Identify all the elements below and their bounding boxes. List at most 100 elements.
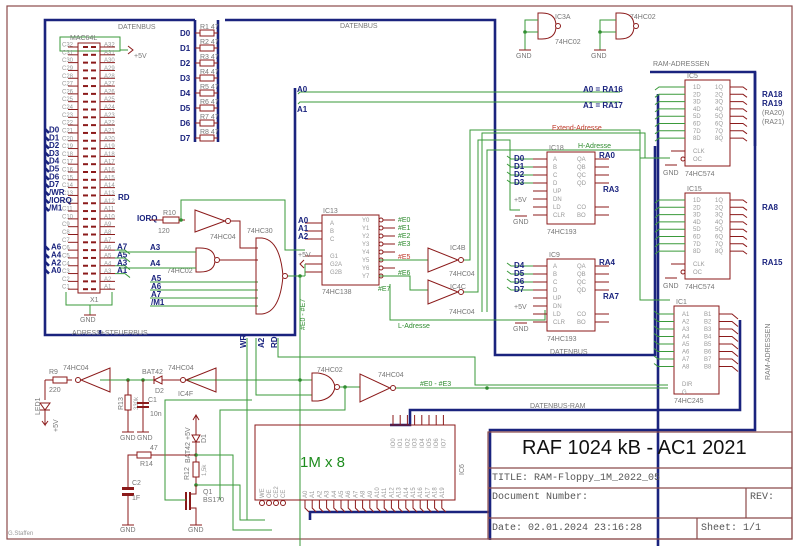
ram-pin-label: A16 xyxy=(418,487,424,498)
wr-label: WR xyxy=(239,334,248,348)
r12-ref: R12 xyxy=(184,467,191,480)
address-label: A0 xyxy=(51,266,62,275)
connector-pin-label: C2 xyxy=(62,277,70,283)
transceiver-ref: IC1 xyxy=(676,299,687,306)
connector-pin-label: A29 xyxy=(104,66,115,72)
connector-pin-label: C6 xyxy=(62,246,70,252)
latch-pin xyxy=(730,206,748,211)
ra16-label: A0 = RA16 xyxy=(583,85,623,94)
output-bubble xyxy=(378,241,384,247)
gnd-label: GND xyxy=(120,527,136,534)
gnd-label: GND xyxy=(137,435,153,442)
gnd-label: GND xyxy=(120,435,136,442)
latch-pin xyxy=(730,243,748,248)
latch-pin-label: 1Q xyxy=(715,85,723,91)
latch-pin xyxy=(730,250,748,255)
latch-pin xyxy=(730,199,748,204)
ram-pin-label: A13 xyxy=(397,487,403,498)
connector-pin-label: C1 xyxy=(62,285,70,291)
connector-pin-label: C5 xyxy=(62,253,70,259)
ram-addr-pin xyxy=(340,500,346,513)
connector-pin-label: A21 xyxy=(104,128,115,134)
bus-entry xyxy=(44,174,50,181)
connector-pin-label: C22 xyxy=(62,121,74,127)
latch-pin-label: OC xyxy=(693,270,703,276)
r9-ref: R9 xyxy=(49,369,58,376)
resistor-net-label: D2 xyxy=(180,59,191,68)
latch-pin-label: 5D xyxy=(693,227,701,233)
wire xyxy=(654,250,685,255)
connector-pin-label: C23 xyxy=(62,113,74,119)
wire xyxy=(654,221,685,226)
resistor-label: R2 47 xyxy=(200,39,219,46)
counter-pin-label: A xyxy=(553,264,557,270)
ram-addr-pin xyxy=(412,500,418,513)
ram-ref: IC6 xyxy=(459,464,466,475)
latch-pin-label: 7D xyxy=(693,242,701,248)
transceiver-pin xyxy=(719,328,739,335)
ic4b-ref: IC4B xyxy=(450,245,466,252)
wire xyxy=(190,507,197,525)
ram-ctrl-bubble xyxy=(280,500,286,506)
counter-pin-label: UP xyxy=(553,189,561,195)
ram-pin-label: IO6 xyxy=(434,438,440,448)
bus-entry xyxy=(44,128,50,134)
wire xyxy=(506,171,533,176)
counter-pin-label: LD xyxy=(553,205,561,211)
r10-value: 120 xyxy=(158,228,170,235)
ra17-label: A1 = RA17 xyxy=(583,101,623,110)
diode-d1 xyxy=(191,434,201,444)
ram-addr-pin xyxy=(441,500,447,513)
wire xyxy=(653,310,674,315)
resistor-1 xyxy=(199,29,215,37)
connector-pin-label: A19 xyxy=(104,144,115,150)
connector-name: MAC64L xyxy=(70,35,97,42)
connector-pin-label: C13 xyxy=(62,191,74,197)
connector-pin-label: C21 xyxy=(62,128,74,134)
a6-label: A6 xyxy=(151,282,162,291)
ic4c-ref: IC4C xyxy=(450,284,466,291)
transceiver-pin xyxy=(719,351,739,357)
transceiver-pin-label: B3 xyxy=(704,327,712,333)
ram-addr-pin xyxy=(426,500,432,513)
wire xyxy=(654,228,685,233)
latch-pin xyxy=(730,221,748,226)
latch-pin-label: 4Q xyxy=(715,220,723,226)
address-label: A2 xyxy=(51,258,62,267)
ram-pin-label: OE xyxy=(267,489,273,498)
connector-pin-label: C18 xyxy=(62,152,74,158)
resistor-label: R8 47 xyxy=(200,129,219,136)
r12-value: 1,5k xyxy=(202,464,208,476)
nor-74hc02-ctrl xyxy=(311,372,336,402)
ram-pin-label: IO3 xyxy=(413,438,419,448)
latch-pin-label: 4D xyxy=(693,220,701,226)
latch-pin-label: 3D xyxy=(693,100,701,106)
latch-pin-label: 6Q xyxy=(715,235,723,241)
ic13-pin-label: B xyxy=(330,229,334,235)
connector-pin-label: A24 xyxy=(104,105,115,111)
transceiver-pin-label: G xyxy=(682,390,687,396)
inverter-ic4c xyxy=(427,279,460,305)
wire-q1-drain xyxy=(196,484,265,521)
transceiver-pin-label: A5 xyxy=(682,342,690,348)
label-adress-steuerbus: ADRESS+STEUERBUS xyxy=(72,330,148,337)
connector-pin-label: A31 xyxy=(104,50,115,56)
sheet-frame xyxy=(6,5,793,540)
ic13-pin-label: Y3 xyxy=(362,242,370,248)
ic13-ref: IC13 xyxy=(323,208,338,215)
connector-pin-label: C25 xyxy=(62,97,74,103)
inverter-ic4b xyxy=(427,247,460,273)
resistor-2 xyxy=(199,44,215,52)
address-label: A7 xyxy=(117,243,128,252)
h-adresse-label: H-Adresse xyxy=(578,143,611,150)
wire-gnd-spare2 xyxy=(599,19,616,33)
transceiver-pin-label: A3 xyxy=(682,327,690,333)
counter-ic18 xyxy=(546,151,596,225)
nor1-type: 74HC02 xyxy=(167,268,193,275)
ram-addr-pin xyxy=(354,500,360,513)
ram-addr-pin xyxy=(347,500,353,513)
decoder-output-label: #E3 xyxy=(398,241,411,248)
ra8-label: RA8 xyxy=(762,203,779,212)
ic13-74hc138 xyxy=(321,214,380,286)
counter-out-label: RA7 xyxy=(603,292,620,301)
